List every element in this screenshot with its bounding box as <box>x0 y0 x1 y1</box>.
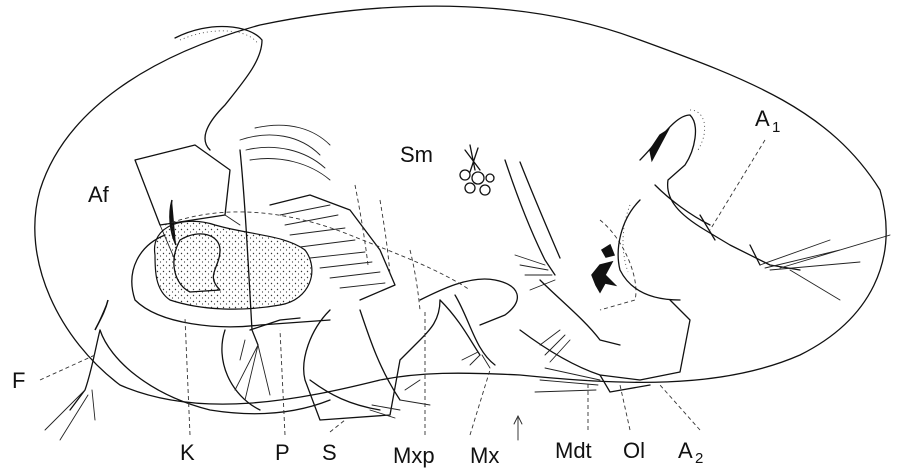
label-ol: Ol <box>623 438 645 463</box>
label-a2-subscript: 2 <box>695 450 703 467</box>
label-a1-subscript: 1 <box>772 119 780 136</box>
label-f: F <box>12 368 25 393</box>
thoracic-setae <box>240 125 330 180</box>
label-sm: Sm <box>400 142 433 167</box>
sm-organ <box>460 145 494 195</box>
label-af: Af <box>88 182 110 207</box>
label-k: K <box>180 440 195 465</box>
leader-lines <box>40 140 765 435</box>
furca <box>70 330 100 410</box>
eye-pigment <box>592 262 615 292</box>
label-mxp: Mxp <box>393 443 435 468</box>
label-mx: Mx <box>470 443 499 468</box>
k-organ <box>155 221 312 309</box>
label-a1: A <box>755 106 770 131</box>
mdt-mandible <box>505 160 555 275</box>
mx-limb <box>420 279 517 325</box>
label-a2: A <box>678 438 693 463</box>
label-s: S <box>322 440 337 465</box>
s-limb <box>310 380 380 410</box>
label-p: P <box>275 440 290 465</box>
anterior-stippled-edge <box>618 200 680 300</box>
label-mdt: Mdt <box>555 438 592 463</box>
carapace-outline <box>35 6 886 404</box>
dorsal-ridge <box>175 26 262 150</box>
